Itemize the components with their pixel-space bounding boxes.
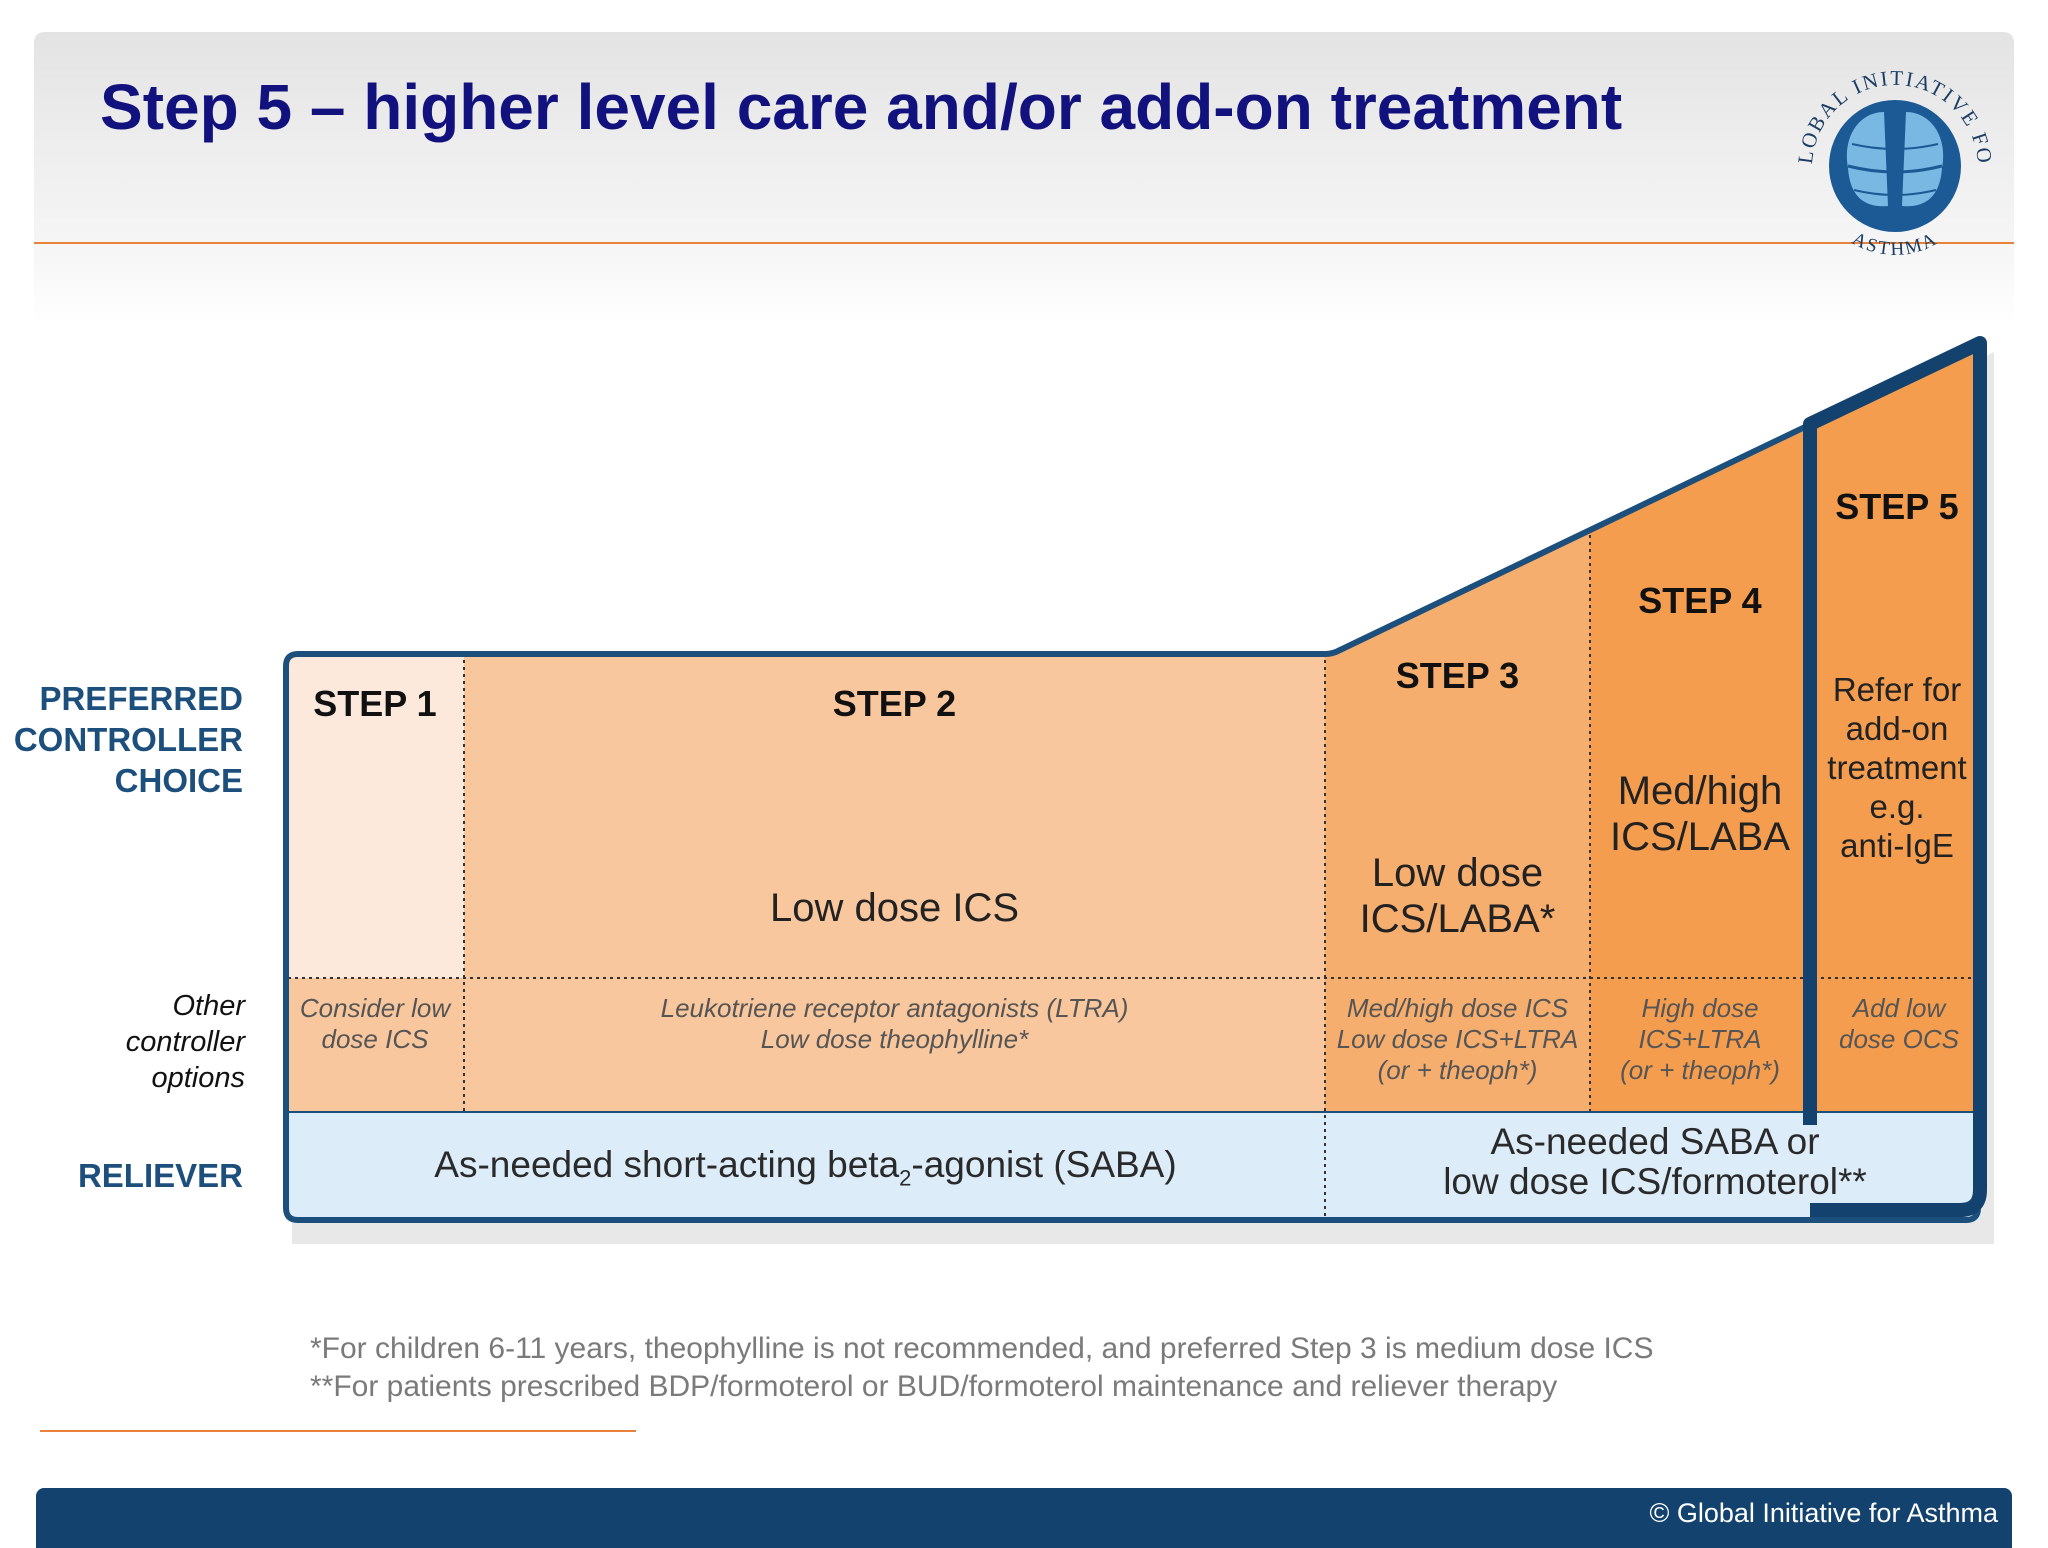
step3-other-line: Low dose ICS+LTRA [1336,1024,1579,1054]
header-rule [34,242,2014,244]
footnote-children: *For children 6-11 years, theophylline i… [310,1332,1654,1365]
step3-other: Med/high dose ICS Low dose ICS+LTRA (or … [1325,993,1590,1086]
step2-label: STEP 2 [832,683,957,724]
step1-other: Consider low dose ICS [286,993,464,1055]
step4-other-line: (or + theoph*) [1620,1055,1780,1085]
step4-preferred-line: Med/high [1617,769,1783,813]
preferred-controller-label: PREFERRED CONTROLLER CHOICE [0,678,243,801]
slide-title: Step 5 – higher level care and/or add-on… [100,71,1623,143]
preferred-label-line: CONTROLLER [13,721,243,758]
step5-preferred-line: treatment [1827,749,1967,786]
reliever-fill [286,1112,1980,1220]
step4-other-line: ICS+LTRA [1638,1024,1762,1054]
step3-label: STEP 3 [1395,655,1520,696]
step2-preferred: Low dose ICS [464,885,1325,931]
reliever-saba-text: As-needed short-acting beta2-agonist (SA… [286,1145,1325,1198]
reliever-saba-subscript: 2 [899,1165,912,1191]
step5-other-line: dose OCS [1839,1024,1959,1054]
step4-other-line: High dose [1641,993,1759,1023]
other-label-line: options [151,1062,245,1094]
step2-preferred-line: Low dose ICS [769,886,1020,930]
step3-preferred-line: ICS/LABA* [1359,897,1556,941]
step2-other-line: Low dose theophylline* [760,1024,1029,1054]
step1-label: STEP 1 [313,683,437,724]
copyright-text: © Global Initiative for Asthma [1649,1498,1998,1528]
step3-other-line: (or + theoph*) [1377,1055,1538,1085]
footnote-rule [40,1430,636,1432]
step2-other: Leukotriene receptor antagonists (LTRA) … [464,993,1325,1055]
step5-highlight-frame [1803,336,1987,1217]
other-label-line: Other [172,990,245,1022]
step5-preferred: Refer for add-on treatment e.g. anti-IgE [1814,670,1980,865]
reliever-formoterol-line: As-needed SABA or [1490,1121,1820,1162]
step5-fill [1810,346,1980,1112]
step4-other: High dose ICS+LTRA (or + theoph*) [1590,993,1810,1086]
gina-logo: GLOBAL INITIATIVE FOR ASTHMA [1790,48,1995,258]
lungs-globe-icon [1829,100,1961,232]
step1-fill [286,656,464,978]
step5-preferred-line: add-on [1845,710,1949,747]
step1-other-fill [286,978,464,1112]
header-band [34,32,2014,324]
preferred-label-line: CHOICE [114,762,243,799]
step5-preferred-line: anti-IgE [1840,827,1954,864]
diagram-frame [283,339,1981,1223]
reliever-label: RELIEVER [77,1157,243,1194]
step4-fill [1590,428,1810,1112]
step5-label: STEP 5 [1835,486,1959,527]
other-label-line: controller [125,1026,245,1058]
step3-preferred-line: Low dose [1371,851,1544,895]
footnote-formoterol: **For patients prescribed BDP/formoterol… [310,1370,1558,1403]
reliever-formoterol-line: low dose ICS/formoterol** [1443,1161,1867,1202]
other-controller-label: Other controller options [0,988,245,1096]
step4-preferred-line: ICS/LABA [1609,815,1791,859]
reliever-saba-main: As-needed short-acting beta [434,1144,900,1185]
reliever-saba-tail: -agonist (SABA) [911,1144,1177,1185]
step5-other: Add low dose OCS [1818,993,1980,1055]
step4-label: STEP 4 [1638,580,1762,621]
step5-other-line: Add low [1852,993,1946,1023]
reliever-formoterol-text: As-needed SABA or low dose ICS/formotero… [1325,1122,1985,1202]
step3-fill [1325,532,1590,1112]
step2-other-line: Leukotriene receptor antagonists (LTRA) [660,993,1129,1023]
step2-fill [464,656,1325,1112]
step1-other-line: Consider low [299,993,451,1023]
step5-preferred-line: e.g. [1869,788,1925,825]
step1-other-line: dose ICS [321,1024,429,1054]
step4-preferred: Med/high ICS/LABA [1590,768,1810,860]
step3-preferred: Low dose ICS/LABA* [1325,850,1590,942]
step3-other-line: Med/high dose ICS [1346,993,1569,1023]
step5-preferred-line: Refer for [1832,671,1962,708]
preferred-label-line: PREFERRED [39,680,243,717]
